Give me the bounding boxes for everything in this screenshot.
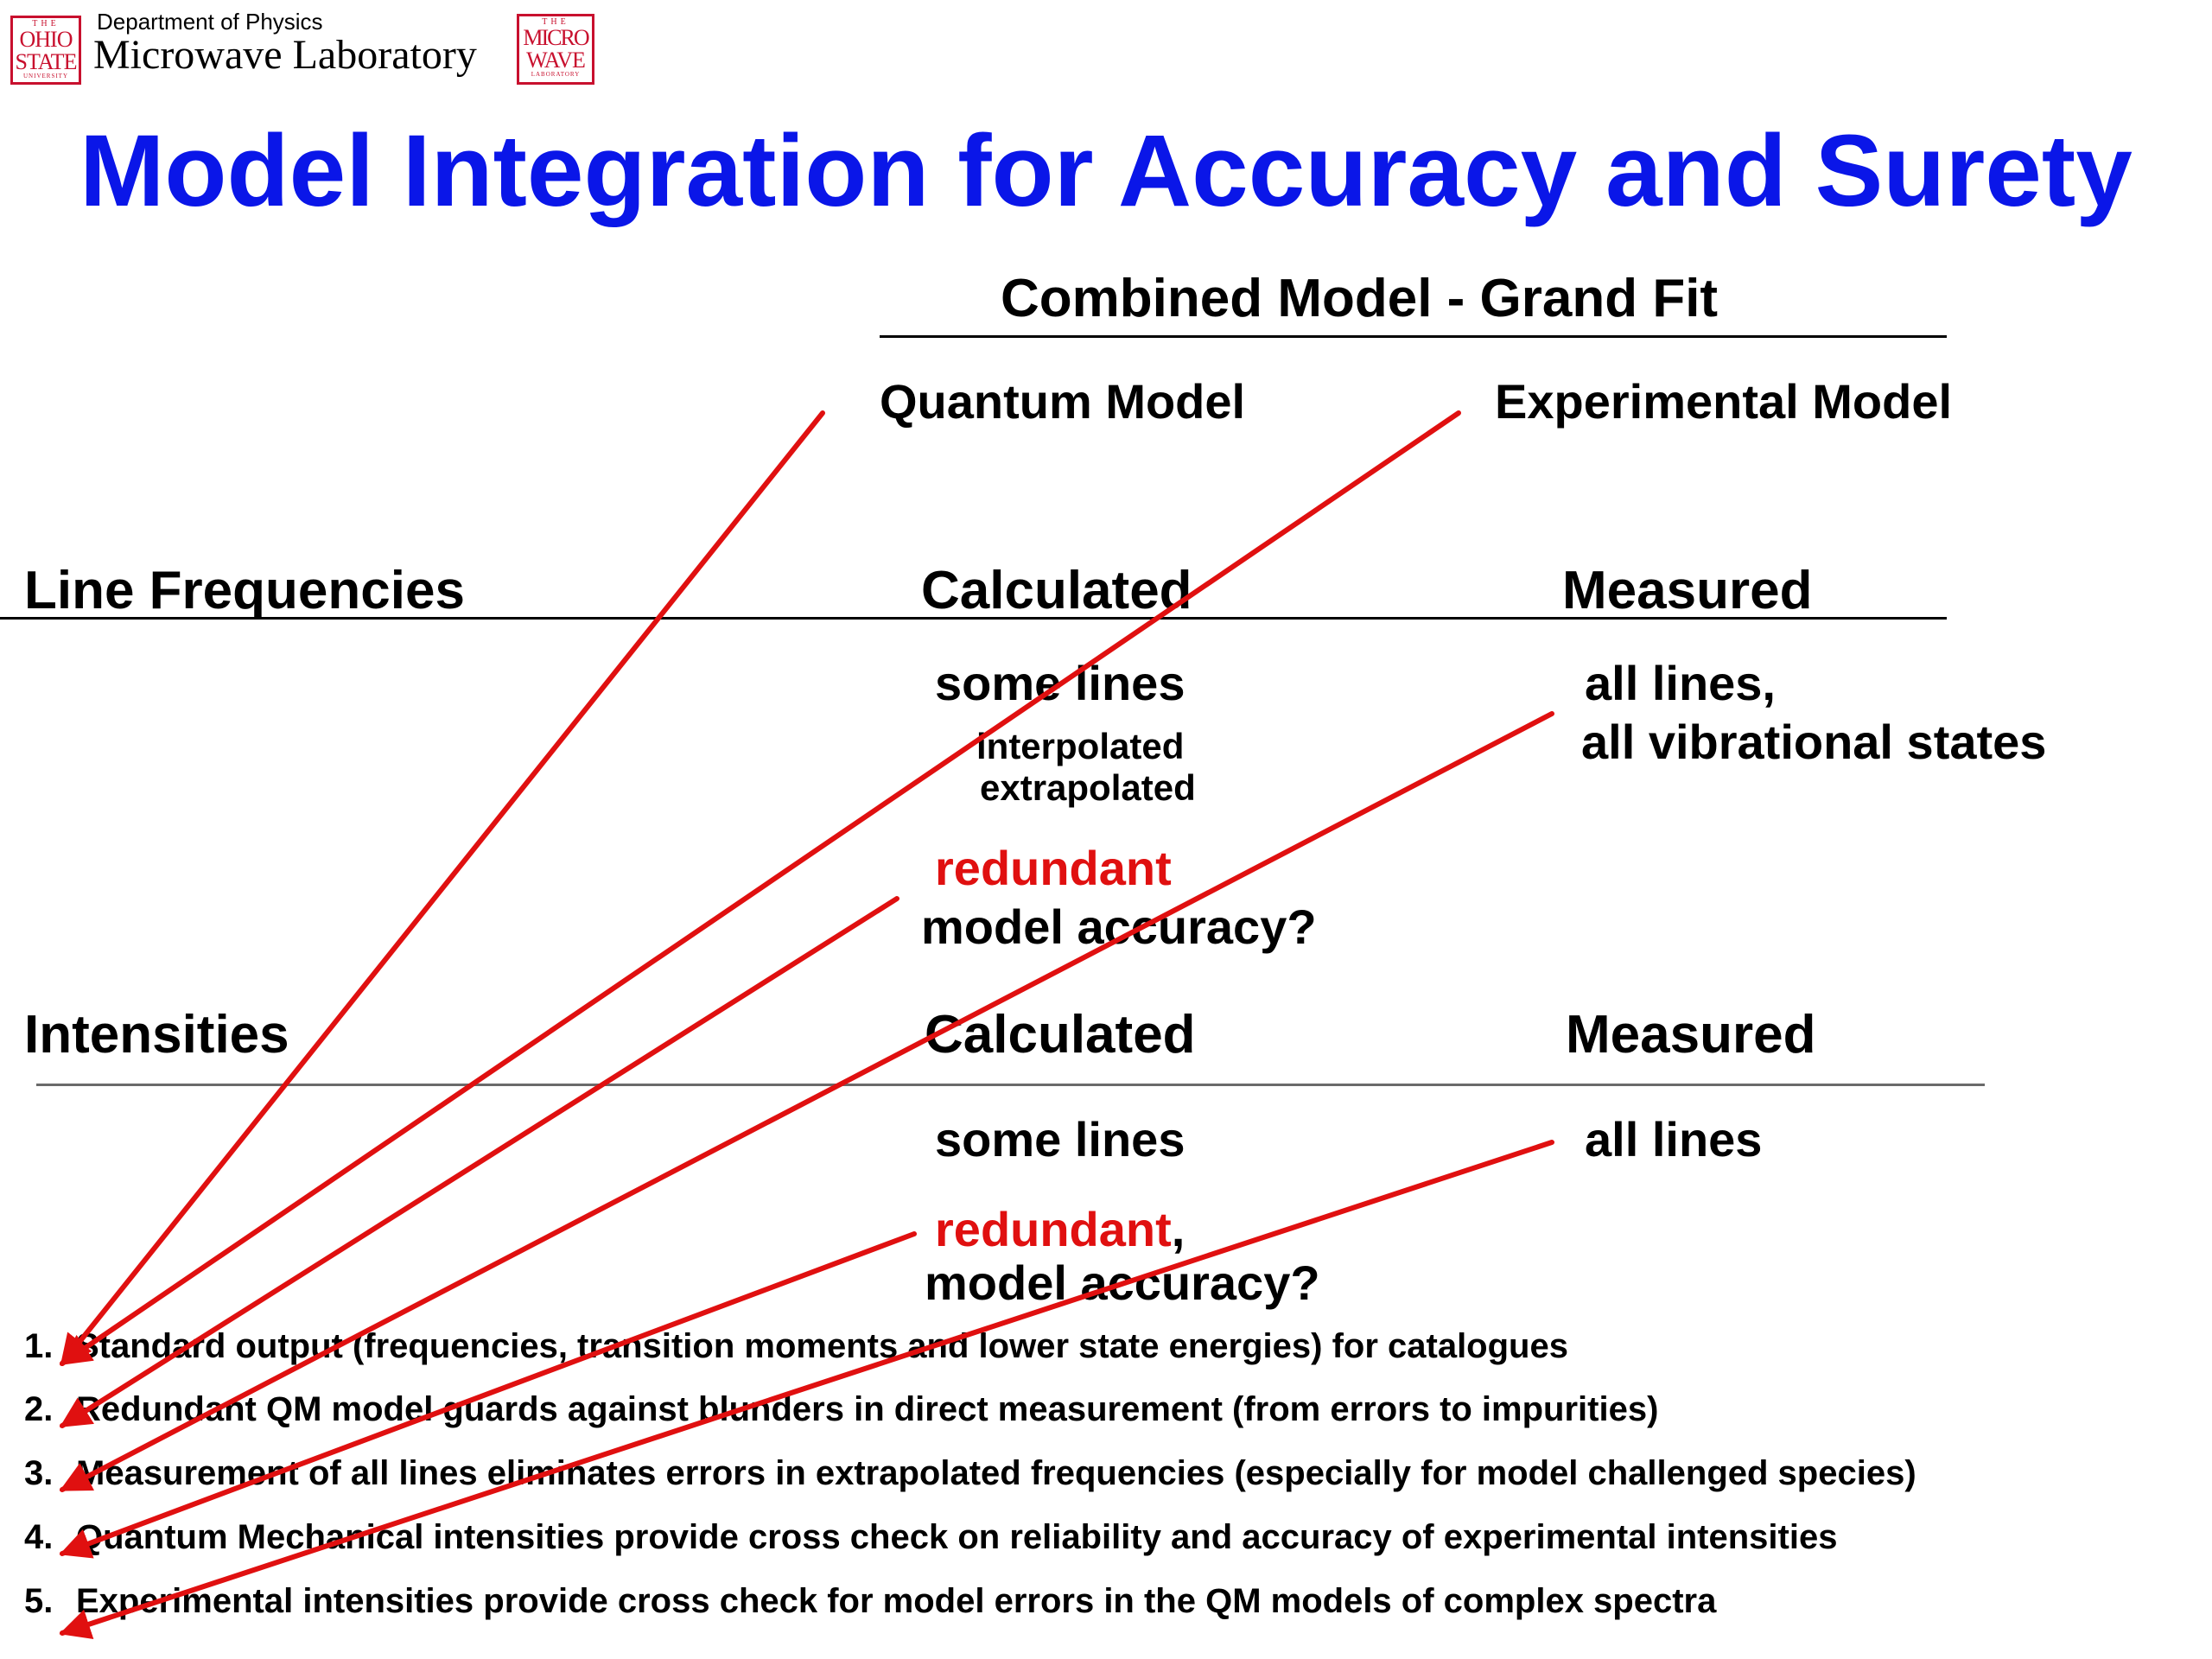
slide-title: Model Integration for Accuracy and Suret… xyxy=(79,114,2133,228)
line-freq-calculated-heading: Calculated xyxy=(921,561,1192,620)
arrow-redundant-freq-to-item-2 xyxy=(59,896,899,1428)
intensities-label: Intensities xyxy=(24,1005,289,1065)
list-item: 3. Measurement of all lines eliminates er… xyxy=(24,1454,1916,1493)
list-item: 2. Redundant QM model guards against blun… xyxy=(24,1390,1658,1429)
list-number: 4. xyxy=(24,1518,54,1556)
line-freq-meas-all-lines: all lines, xyxy=(1585,656,1776,710)
list-item: 4. Quantum Mechanical intensities provide… xyxy=(24,1518,1837,1557)
microwave-lab-logo: THE MICRO WAVE LABORATORY xyxy=(517,14,594,85)
intensities-redundant: redundant xyxy=(935,1202,1172,1256)
arrow-all-lines-to-item-3 xyxy=(59,711,1554,1492)
osu-logo-line-1: THE xyxy=(32,19,60,29)
line-freq-measured-heading: Measured xyxy=(1562,561,1813,620)
arrow-quantum-to-item-1 xyxy=(60,410,825,1366)
combined-model-heading: Combined Model - Grand Fit xyxy=(1001,269,1719,328)
line-freq-model-accuracy: model accuracy? xyxy=(921,899,1317,954)
list-item: 5. Experimental intensities provide cross… xyxy=(24,1582,1716,1621)
intensities-redundant-comma: , xyxy=(1171,1202,1185,1256)
mw-logo-line-2: MICRO xyxy=(523,25,589,50)
list-text: Standard output (frequencies, transition… xyxy=(76,1327,1568,1365)
osu-logo: THE OHIO STATE UNIVERSITY xyxy=(10,16,81,85)
combined-heading-rule xyxy=(880,335,1947,338)
mw-logo-line-3: WAVE xyxy=(526,48,586,73)
mw-logo-line-1: THE xyxy=(542,17,569,27)
line-frequencies-label: Line Frequencies xyxy=(24,561,465,620)
arrow-experimental-to-item-1 xyxy=(60,410,1461,1366)
line-freq-calc-interpolated: interpolated xyxy=(976,726,1185,766)
list-text: Experimental intensities provide cross c… xyxy=(76,1582,1717,1620)
lab-name: Microwave Laboratory xyxy=(93,32,477,78)
list-number: 2. xyxy=(24,1390,54,1428)
list-number: 1. xyxy=(24,1327,54,1365)
osu-logo-line-3: STATE xyxy=(15,49,78,74)
intensities-redundant-line: redundant, xyxy=(935,1201,1185,1257)
list-text: Redundant QM model guards against blunde… xyxy=(76,1390,1659,1428)
intensities-meas-all-lines: all lines xyxy=(1585,1112,1763,1166)
list-text: Measurement of all lines eliminates erro… xyxy=(76,1454,1916,1492)
list-number: 3. xyxy=(24,1454,54,1492)
intensities-measured-heading: Measured xyxy=(1566,1005,1816,1065)
line-freq-redundant: redundant xyxy=(935,841,1172,895)
line-freq-meas-all-vibrational: all vibrational states xyxy=(1581,715,2047,769)
quantum-model-heading: Quantum Model xyxy=(880,374,1246,429)
list-item: 1. Standard output (frequencies, transiti… xyxy=(24,1327,1568,1366)
line-freq-calc-extrapolated: extrapolated xyxy=(980,767,1196,808)
arrow-redundant-int-to-item-4 xyxy=(59,1231,917,1559)
osu-logo-line-2: OHIO xyxy=(19,27,73,52)
intensities-calc-some-lines: some lines xyxy=(935,1112,1185,1166)
experimental-model-heading: Experimental Model xyxy=(1495,374,1953,429)
intensities-rule xyxy=(36,1084,1985,1086)
list-number: 5. xyxy=(24,1582,54,1620)
department-label: Department of Physics xyxy=(97,9,323,35)
list-text: Quantum Mechanical intensities provide c… xyxy=(76,1518,1838,1556)
osu-logo-line-4: UNIVERSITY xyxy=(23,73,68,79)
mw-logo-line-4: LABORATORY xyxy=(531,71,581,78)
line-frequencies-rule xyxy=(0,617,1947,620)
arrow-meas-int-to-item-5 xyxy=(59,1140,1554,1639)
